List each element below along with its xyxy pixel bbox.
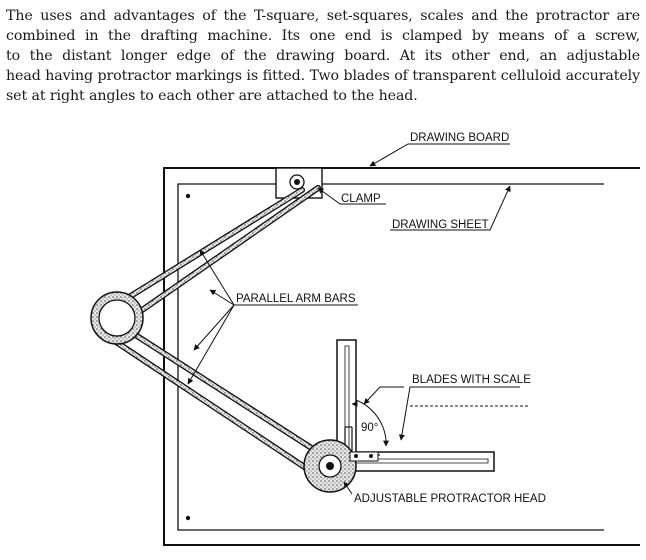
paragraph-line: head having protractor markings is fitte… bbox=[6, 68, 640, 84]
paragraph-line: combined in the drafting machine. Its on… bbox=[6, 28, 640, 44]
label-drawing-sheet: DRAWING SHEET bbox=[392, 219, 489, 231]
parallel-arm-bars bbox=[101, 185, 327, 479]
elbow-joint bbox=[90, 291, 144, 345]
paragraph-line: The uses and advantages of the T-square,… bbox=[6, 8, 640, 24]
label-blades-with-scale: BLADES WITH SCALE bbox=[412, 374, 531, 386]
label-parallel-arm-bars: PARALLEL ARM BARS bbox=[236, 293, 356, 305]
paragraph-line: to the distant longer edge of the drawin… bbox=[6, 48, 640, 64]
label-drawing-board: DRAWING BOARD bbox=[410, 132, 509, 144]
label-adjustable-protractor-head: ADJUSTABLE PROTRACTOR HEAD bbox=[354, 493, 546, 505]
body-paragraph: The uses and advantages of the T-square,… bbox=[6, 6, 640, 106]
protractor-head bbox=[303, 439, 379, 493]
drawing-sheet bbox=[177, 183, 604, 531]
paragraph-line: set at right angles to each other are at… bbox=[6, 88, 418, 104]
label-angle: 90° bbox=[361, 422, 378, 434]
label-clamp: CLAMP bbox=[341, 193, 381, 205]
leader-lines bbox=[187, 143, 528, 495]
